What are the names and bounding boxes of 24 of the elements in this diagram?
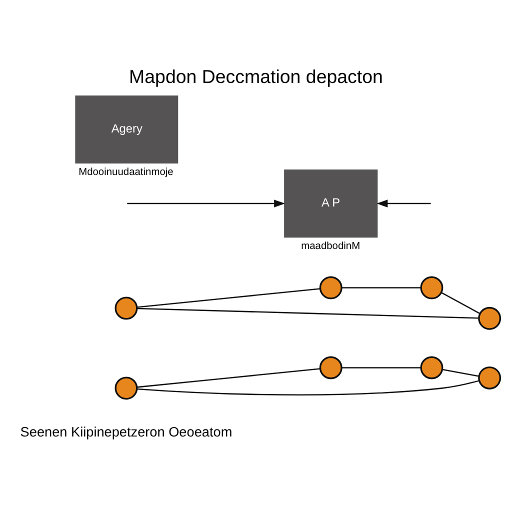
connector	[136, 288, 320, 308]
connector	[136, 380, 480, 396]
node-box: A P	[284, 169, 378, 238]
label: Seenen Kiipinepetzeron Oeoeatom	[20, 424, 232, 440]
connector	[342, 366, 422, 368]
node-label: maadbodinM	[301, 240, 360, 252]
node-circle	[420, 356, 444, 379]
node-circle	[319, 356, 342, 379]
connector	[136, 368, 320, 388]
node-circle	[114, 296, 138, 320]
node-circle	[319, 276, 342, 299]
connector	[137, 307, 479, 318]
node-label: Mdooinuudaatinmoje	[78, 166, 174, 178]
node-circle	[478, 306, 502, 330]
node-box: Agery	[75, 94, 178, 164]
diagram-title: Mapdon Deccmation depacton	[129, 65, 383, 86]
connector	[441, 292, 480, 314]
node-circle	[114, 376, 138, 400]
connector	[442, 368, 480, 376]
arrow	[127, 199, 286, 207]
arrow	[376, 199, 431, 207]
node-circle	[478, 366, 502, 389]
connector	[342, 286, 422, 288]
node-circle	[420, 276, 444, 299]
